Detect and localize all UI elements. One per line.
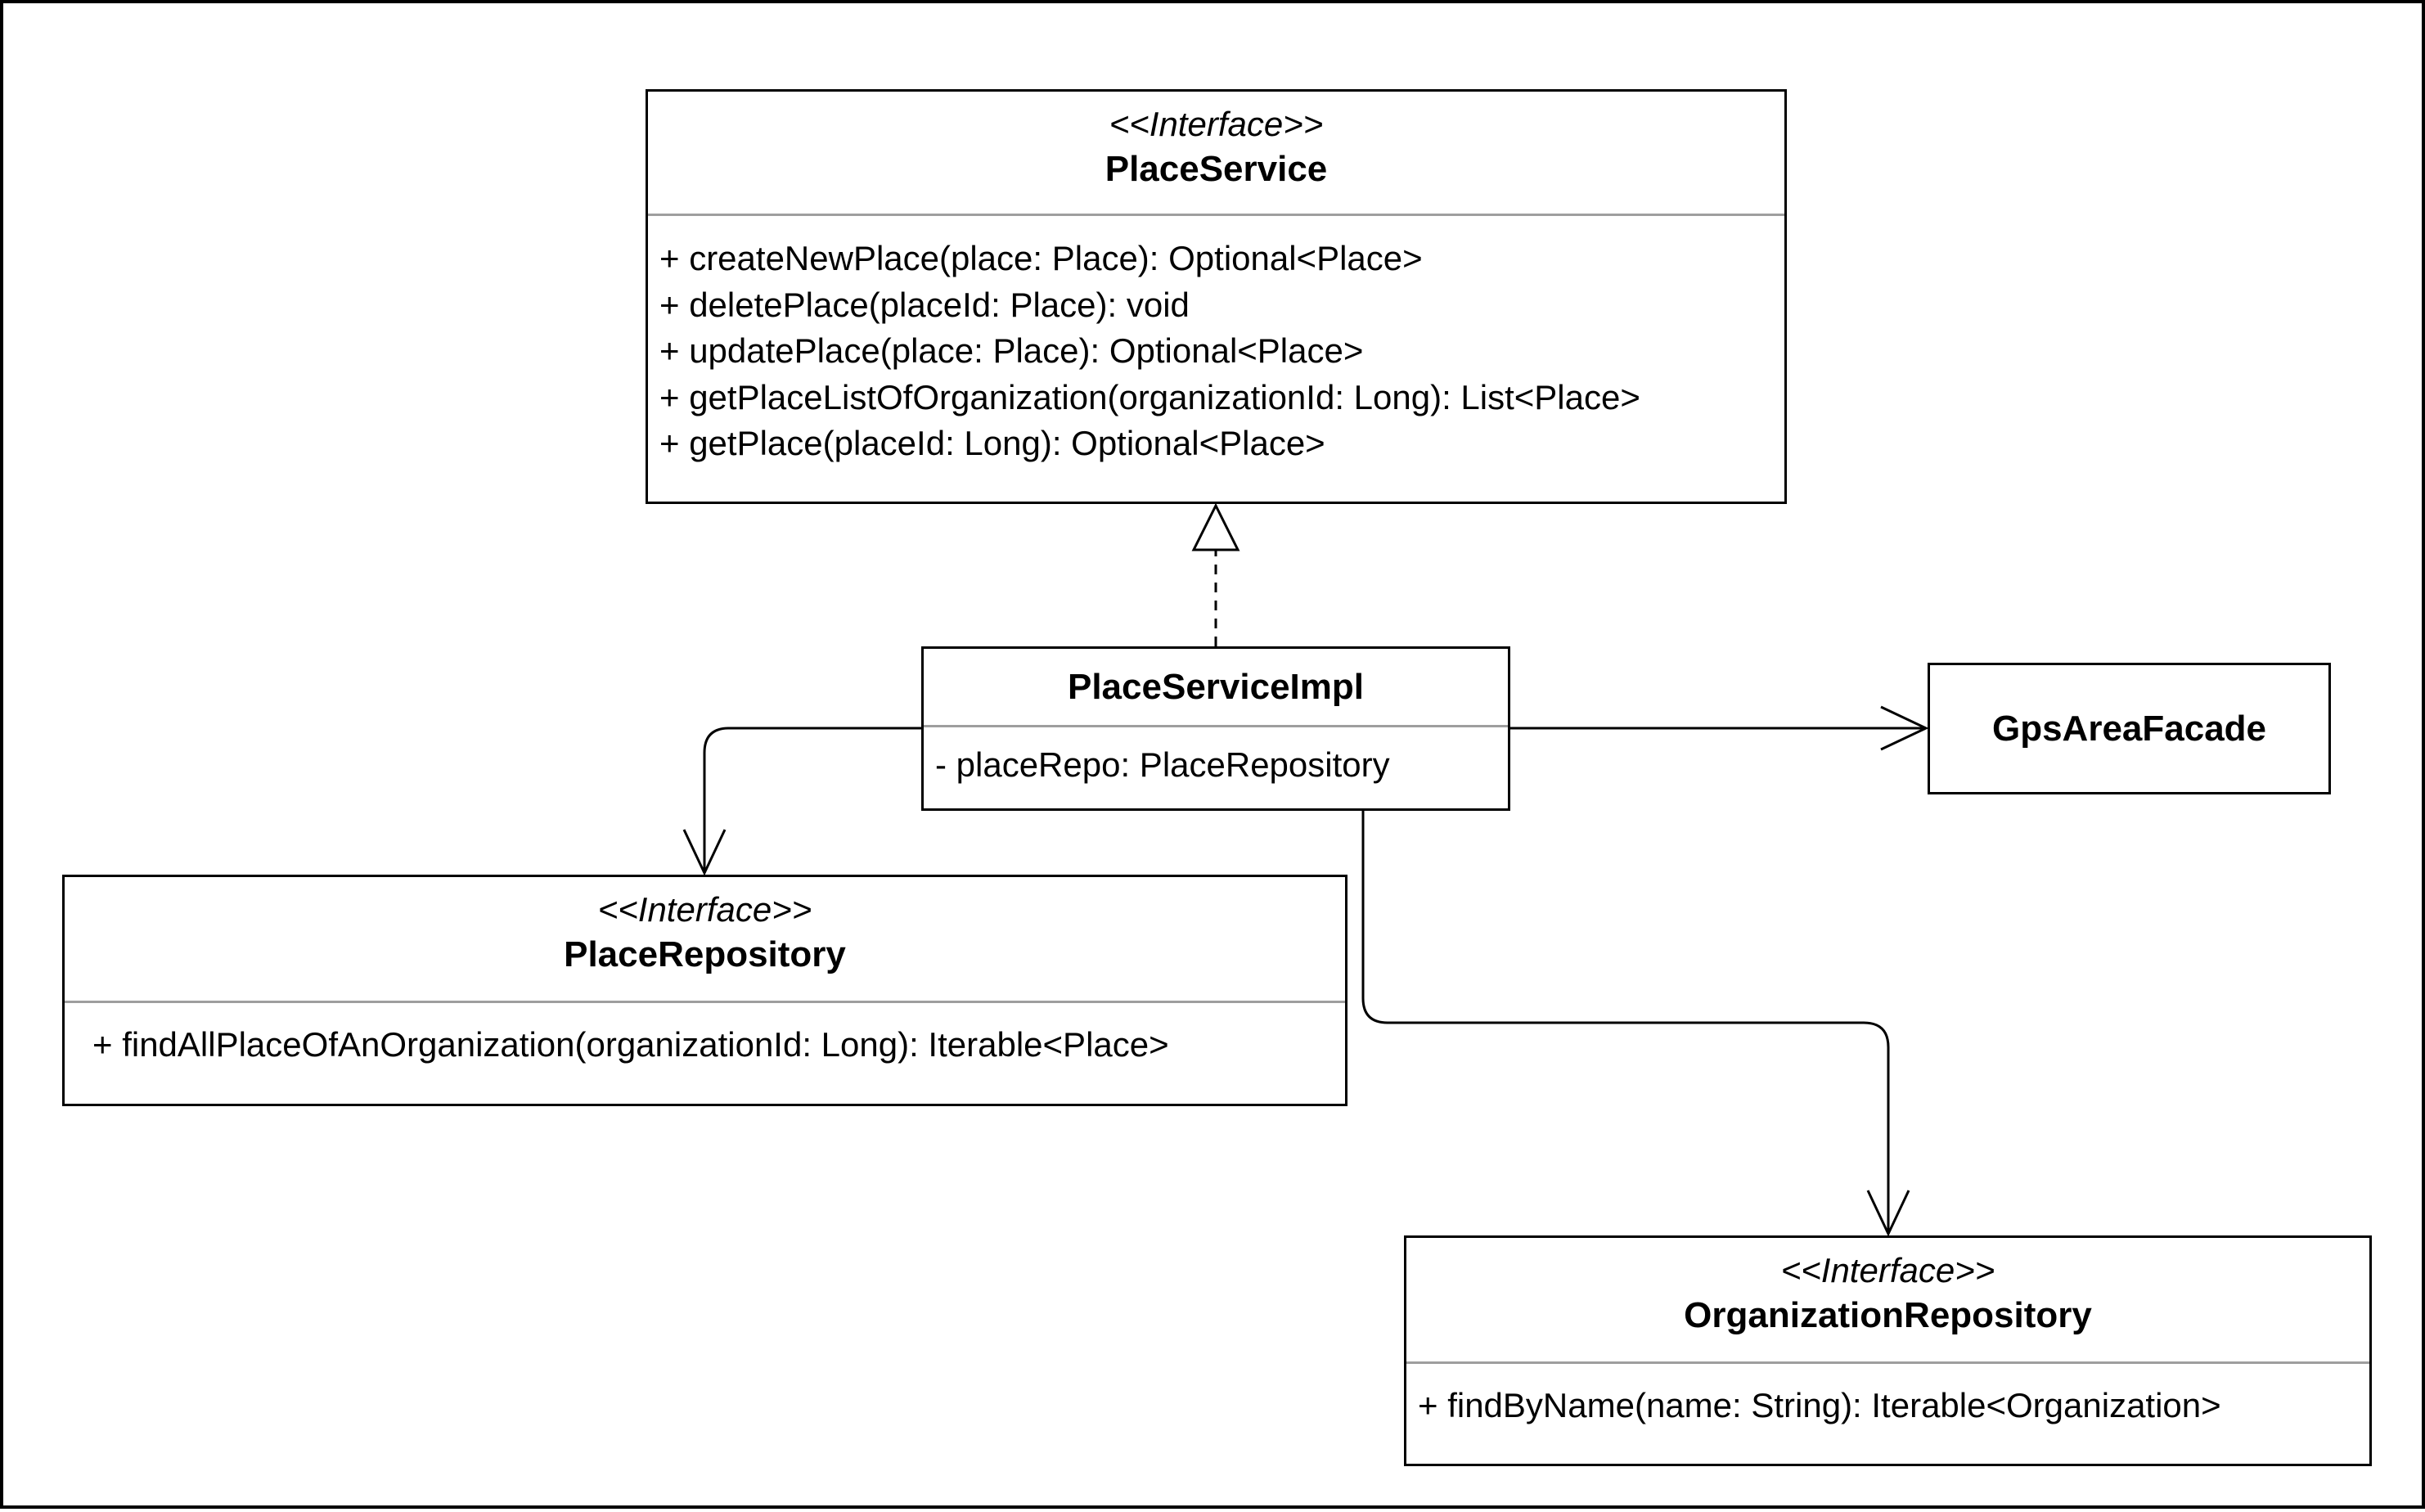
class-name: PlaceService xyxy=(1105,149,1328,189)
class-name: PlaceRepository xyxy=(564,934,846,974)
association-line-place-repository xyxy=(703,727,921,873)
class-place-repository[interactable]: <<Interface>> PlaceRepository + findAllP… xyxy=(62,875,1347,1106)
operation: + getPlaceListOfOrganization(organizatio… xyxy=(659,377,1640,416)
section-divider xyxy=(1406,1361,2369,1364)
stereotype-label: <<Interface>> xyxy=(1780,1251,1995,1289)
attributes-compartment: - placeRepo: PlaceRepository xyxy=(935,742,1503,789)
stereotype-label: <<Interface>> xyxy=(597,890,812,929)
association-line-organization-repository xyxy=(1361,811,1890,1234)
connectors-layer xyxy=(682,502,1929,1237)
section-divider xyxy=(65,1001,1345,1003)
operation: + createNewPlace(place: Place): Optional… xyxy=(659,239,1423,277)
operations-compartment: + createNewPlace(place: Place): Optional… xyxy=(659,236,1779,467)
attribute: - placeRepo: PlaceRepository xyxy=(935,745,1390,784)
class-gps-area-facade[interactable]: GpsAreaFacade xyxy=(1928,663,2331,794)
operation: + findAllPlaceOfAnOrganization(organizat… xyxy=(92,1025,1169,1064)
operations-compartment: + findAllPlaceOfAnOrganization(organizat… xyxy=(92,1022,1340,1069)
stereotype-label: <<Interface>> xyxy=(1109,105,1324,143)
class-name: GpsAreaFacade xyxy=(1991,708,2267,749)
class-name: OrganizationRepository xyxy=(1684,1295,2092,1335)
association-arrowhead-gps-area-facade xyxy=(1880,705,1929,751)
association-arrowhead-organization-repository xyxy=(1866,1190,1910,1237)
section-divider xyxy=(648,214,1784,216)
operation: + deletePlace(placeId: Place): void xyxy=(659,285,1190,324)
section-divider xyxy=(924,725,1508,727)
operation: + findByName(name: String): Iterable<Org… xyxy=(1418,1386,2221,1424)
class-place-service[interactable]: <<Interface>> PlaceService + createNewPl… xyxy=(646,89,1787,504)
operation: + getPlace(placeId: Long): Optional<Plac… xyxy=(659,424,1325,462)
class-name: PlaceServiceImpl xyxy=(1067,667,1364,707)
class-header: <<Interface>> OrganizationRepository xyxy=(1406,1249,2369,1339)
realization-arrowhead xyxy=(1191,502,1240,551)
operation: + updatePlace(place: Place): Optional<Pl… xyxy=(659,331,1364,370)
association-arrowhead-place-repository xyxy=(682,829,727,876)
class-header: PlaceServiceImpl xyxy=(924,664,1508,711)
class-header: <<Interface>> PlaceService xyxy=(648,103,1784,193)
class-place-service-impl[interactable]: PlaceServiceImpl - placeRepo: PlaceRepos… xyxy=(921,646,1510,811)
class-header: <<Interface>> PlaceRepository xyxy=(65,889,1345,979)
operations-compartment: + findByName(name: String): Iterable<Org… xyxy=(1418,1383,2364,1429)
class-organization-repository[interactable]: <<Interface>> OrganizationRepository + f… xyxy=(1404,1235,2372,1466)
